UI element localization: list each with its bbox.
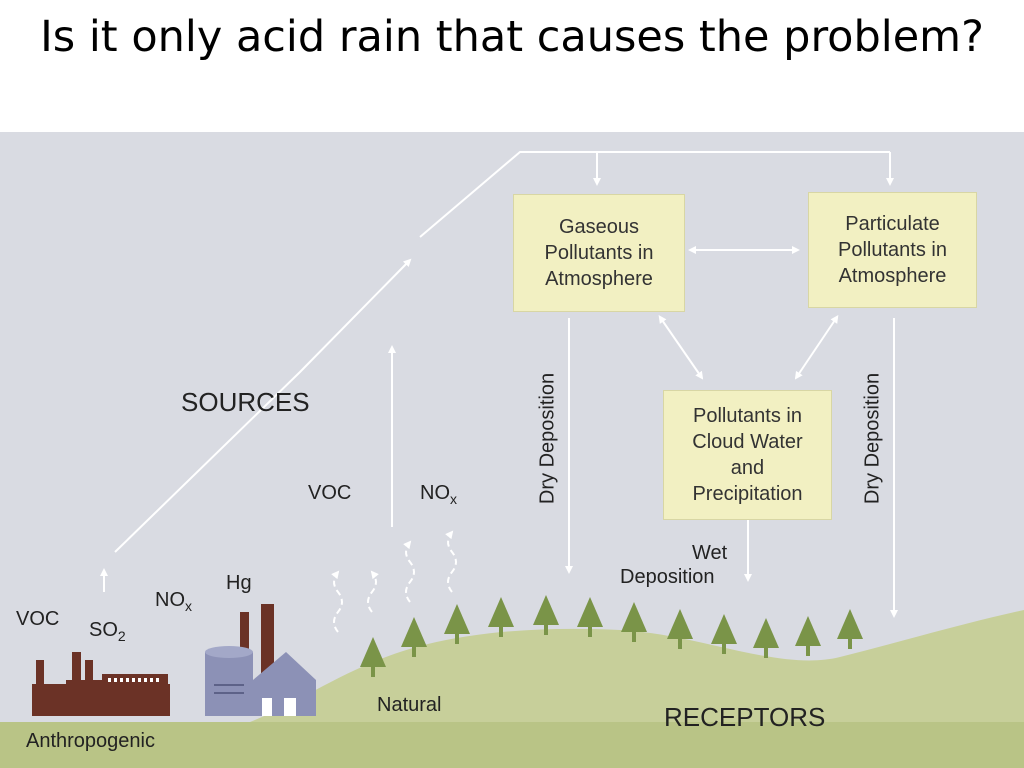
nox-anthro-base: NO — [155, 589, 185, 611]
tree-icon — [795, 616, 821, 656]
dry-deposition-right-label: Dry Deposition — [861, 372, 884, 505]
voc-anthro-label: VOC — [16, 608, 60, 630]
nox-anthro-sub: x — [185, 598, 192, 614]
anthropogenic-label: Anthropogenic — [26, 730, 155, 752]
trees — [360, 595, 863, 677]
so2-base: SO — [89, 619, 118, 641]
tree-icon — [444, 604, 470, 644]
factory-icon — [32, 652, 170, 716]
particulate-cloud-arrow — [794, 315, 839, 380]
tree-icon — [577, 597, 603, 637]
cloud-water-box: Pollutants in Cloud Water and Precipitat… — [663, 390, 832, 520]
diagram-graphics — [0, 151, 1024, 768]
gas-cloud-arrow — [658, 315, 704, 380]
tree-icon — [711, 614, 737, 654]
nox-natural-label: NOx — [420, 482, 457, 507]
tree-icon — [360, 637, 386, 677]
source-arrow — [114, 258, 412, 553]
tree-icon — [667, 609, 693, 649]
wet-deposition-label-line1: Wet — [692, 542, 728, 564]
sources-label: SOURCES — [181, 387, 310, 417]
receptors-label: RECEPTORS — [664, 702, 826, 732]
pollution-diagram: Gaseous Pollutants in Atmosphere Particu… — [0, 132, 1024, 768]
slide-title: Is it only acid rain that causes the pro… — [40, 12, 984, 62]
so2-label: SO2 — [89, 619, 126, 644]
emission-wave-3 — [403, 540, 415, 603]
natural-label: Natural — [377, 694, 442, 716]
nox-natural-base: NO — [420, 482, 450, 504]
tree-icon — [533, 595, 559, 635]
voc-natural-label: VOC — [308, 482, 352, 504]
tree-icon — [621, 602, 647, 642]
tree-icon — [837, 609, 863, 649]
power-plant-icon — [205, 604, 316, 716]
hg-label: Hg — [226, 572, 252, 594]
nox-anthro-label: NOx — [155, 589, 192, 614]
tree-icon — [488, 597, 514, 637]
emission-wave-1 — [331, 570, 343, 633]
wet-deposition-label-line2: Deposition — [620, 566, 715, 588]
dry-deposition-left-label: Dry Deposition — [536, 372, 559, 505]
emission-wave-2 — [367, 570, 379, 613]
emission-wave-4 — [445, 530, 457, 593]
tree-icon — [753, 618, 779, 658]
ground-front — [0, 722, 1024, 768]
top-flow-line — [419, 151, 890, 238]
gaseous-pollutants-box: Gaseous Pollutants in Atmosphere — [513, 194, 685, 312]
nox-natural-sub: x — [450, 491, 457, 507]
so2-sub: 2 — [117, 628, 126, 644]
tree-icon — [401, 617, 427, 657]
particulate-pollutants-box: Particulate Pollutants in Atmosphere — [808, 192, 977, 308]
